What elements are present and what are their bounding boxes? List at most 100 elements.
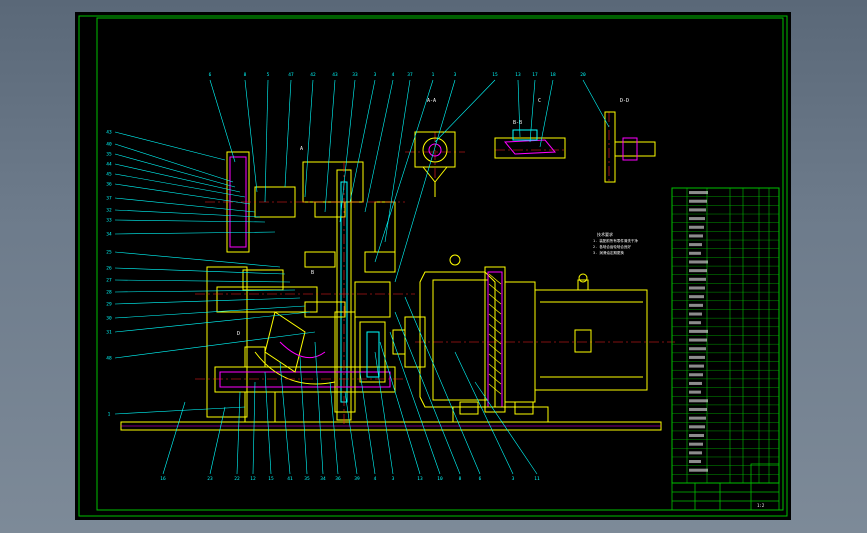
leader-line [379, 341, 421, 475]
leader-line [252, 381, 256, 475]
bottom-balloon: 23 [207, 476, 213, 482]
bottom-balloon: 16 [160, 476, 166, 482]
notes-line-2: 2. 各啮合齿轮啮合良好 [593, 244, 631, 249]
leader-line [517, 79, 521, 138]
bottom-balloon: 4 [374, 476, 377, 482]
left-balloon: 35 [106, 152, 112, 158]
table-row [689, 191, 708, 195]
top-balloon: 42 [310, 72, 316, 78]
bottom-balloon: 22 [234, 476, 240, 482]
left-balloon: 33 [106, 218, 112, 224]
leader-line [404, 296, 481, 475]
table-row [689, 407, 707, 411]
outer-border [78, 15, 788, 517]
leader-line [114, 289, 296, 293]
leader-line [374, 79, 434, 263]
table-row [689, 364, 704, 368]
table-row [689, 260, 708, 264]
bottom-balloon: 41 [287, 476, 293, 482]
leader-line [304, 79, 314, 198]
leader-line [299, 356, 308, 475]
left-balloon: 30 [106, 316, 112, 322]
leader-line [284, 79, 292, 188]
bottom-balloon: 39 [354, 476, 360, 482]
top-balloon: 15 [492, 72, 498, 78]
leader-line [539, 79, 554, 148]
left-balloon: 44 [106, 162, 112, 168]
bottom-balloon: 34 [320, 476, 326, 482]
leader-line [264, 371, 272, 475]
table-row [689, 451, 702, 455]
bottom-balloon: 15 [268, 476, 274, 482]
leader-line [162, 401, 186, 475]
table-row [689, 347, 706, 351]
left-balloon: 26 [106, 266, 112, 272]
left-balloon: 25 [106, 250, 112, 256]
view-mark-d: D [237, 331, 240, 337]
technical-notes: 技术要求 1. 装配前所有零件清洗干净 2. 各啮合齿轮啮合良好 3. 润滑油定… [593, 231, 638, 255]
leader-line [209, 406, 226, 475]
leader-line [114, 231, 276, 235]
leader-line [114, 209, 261, 218]
leader-line [582, 79, 610, 128]
bottom-balloon: 35 [304, 476, 310, 482]
parts-list-table [671, 187, 780, 484]
top-balloon: 18 [550, 72, 556, 78]
leader-line [236, 391, 241, 475]
notes-line-3: 3. 润滑油定期更换 [593, 250, 624, 255]
table-row [689, 312, 702, 316]
bottom-balloon: 36 [335, 476, 341, 482]
leader-line [114, 331, 316, 359]
motor-fins [488, 273, 502, 395]
left-balloon: 28 [106, 290, 112, 296]
table-row [689, 225, 704, 229]
table-row [689, 433, 704, 438]
electric-motor [392, 254, 648, 423]
left-balloon: 27 [106, 278, 112, 284]
table-row [689, 399, 708, 403]
table-row [689, 460, 701, 464]
top-balloon: 8 [244, 72, 247, 78]
table-row [689, 243, 702, 247]
gearbox-body [206, 151, 396, 423]
left-balloon: 45 [106, 172, 112, 178]
cad-drawing: A-A C D-D B-B A B D 技术要求 1. 装配前所有零件清洗干净 … [78, 15, 788, 517]
inner-border [96, 17, 784, 511]
table-row [689, 355, 705, 359]
leader-line [314, 341, 324, 475]
leader-line [114, 153, 236, 188]
top-balloon: 43 [332, 72, 338, 78]
left-balloon: 48 [106, 356, 112, 362]
top-balloon: 3 [454, 72, 457, 78]
leader-line [389, 331, 441, 475]
bottom-balloon: 12 [250, 476, 256, 482]
leader-line [474, 381, 538, 475]
top-balloon: 17 [532, 72, 538, 78]
leader-line [344, 391, 358, 475]
left-balloon: 43 [106, 130, 112, 136]
section-view-b [494, 129, 566, 159]
bottom-balloon: 8 [459, 476, 462, 482]
leader-line [364, 79, 394, 213]
top-balloon: 1 [432, 72, 435, 78]
view-mark-a: A [300, 146, 303, 152]
notes-heading: 技术要求 [597, 231, 613, 237]
leader-line [114, 143, 234, 183]
leader-line [114, 131, 226, 161]
leader-line [114, 197, 256, 213]
view-label-a-a: A-A [427, 98, 436, 104]
leader-line [264, 79, 269, 203]
left-balloon: 40 [106, 142, 112, 148]
leader-line [114, 279, 291, 283]
leader-line [454, 351, 514, 475]
table-row [689, 217, 705, 221]
table-row [689, 373, 703, 377]
leader-line [114, 267, 286, 275]
view-mark-b: B [311, 270, 314, 276]
table-row [689, 381, 702, 385]
table-row [689, 338, 707, 342]
leader-line [114, 406, 246, 415]
leader-lines [114, 79, 610, 475]
leader-line [529, 79, 536, 143]
